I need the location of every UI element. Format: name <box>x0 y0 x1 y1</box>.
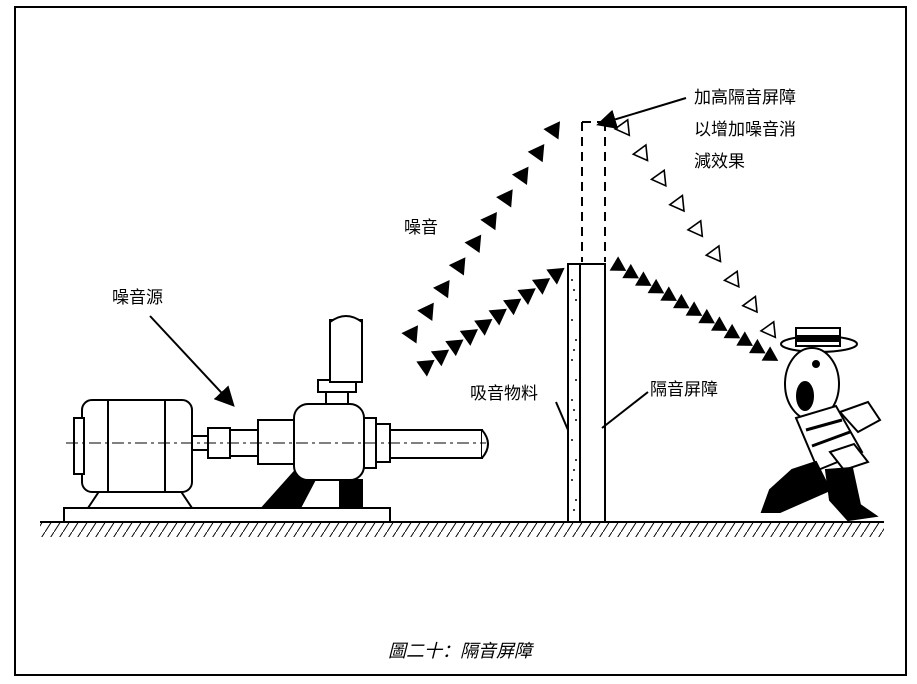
noise-wave-triangle <box>546 267 565 285</box>
noise-wave-triangle <box>480 211 497 231</box>
person-icon <box>760 327 882 522</box>
diffracted-noise-triangle <box>736 331 753 346</box>
diffracted-noise-triangle <box>635 271 652 286</box>
noise-wave-triangle <box>474 318 493 336</box>
attenuated-noise-triangle <box>631 143 649 162</box>
ground <box>40 521 884 537</box>
figure-frame <box>14 6 907 676</box>
noise-wave-triangle <box>527 143 545 163</box>
attenuated-noise-triangle <box>722 269 740 289</box>
raise-barrier-label-line3: 減效果 <box>694 152 745 172</box>
noise-wave-triangles <box>401 118 779 377</box>
noise-wave-triangle <box>543 121 561 140</box>
attenuated-noise-triangle <box>704 244 722 263</box>
absorbing-material-dots <box>571 279 577 511</box>
noise-wave-triangle <box>531 278 551 295</box>
attenuated-noise-triangle <box>613 118 631 137</box>
figure-caption: 圖二十：隔音屏障 <box>388 641 532 662</box>
attenuated-noise-triangle <box>759 320 777 339</box>
noise-wave-triangle <box>445 339 464 357</box>
attenuated-noise-triangle <box>741 295 758 314</box>
diffracted-noise-triangle <box>711 316 728 331</box>
diffracted-noise-triangle <box>609 256 627 271</box>
noise-wave-triangle <box>511 166 529 185</box>
noise-wave-triangle <box>417 302 434 321</box>
diffracted-noise-triangle <box>761 346 779 361</box>
noise-wave-triangle <box>448 257 466 276</box>
noise-wave-triangle <box>464 234 482 253</box>
noise-wave-triangle <box>416 359 435 377</box>
raise-barrier-label-line2: 以增加噪音消 <box>694 120 796 140</box>
noise-label: 噪音 <box>404 218 438 238</box>
noise-wave-triangle <box>496 189 513 208</box>
pump-motor-icon <box>63 315 489 523</box>
diffracted-noise-triangle <box>660 286 677 301</box>
diffracted-noise-triangle <box>723 323 741 339</box>
attenuated-noise-triangle <box>649 168 667 188</box>
attenuated-noise-triangle <box>686 219 704 238</box>
noise-wave-triangle <box>433 279 450 299</box>
noise-wave-triangle <box>430 349 450 367</box>
diffracted-noise-triangle <box>685 301 703 316</box>
noise-wave-triangle <box>503 298 522 316</box>
diffracted-noise-triangle <box>647 278 665 294</box>
absorbing-material-label: 吸音物料 <box>470 384 538 404</box>
diffracted-noise-triangle <box>673 293 690 309</box>
diffracted-noise-triangle <box>698 308 715 324</box>
raise-barrier-label-line1: 加高隔音屏障 <box>694 88 796 108</box>
noise-wave-triangle <box>459 329 479 346</box>
noise-source-label: 噪音源 <box>112 288 163 308</box>
pointer-lines <box>149 97 687 431</box>
noise-wave-triangle <box>517 288 536 305</box>
noise-wave-triangle <box>401 325 419 344</box>
noise-wave-triangle <box>488 308 507 326</box>
barrier-wall <box>567 121 606 523</box>
diffracted-noise-triangle <box>622 263 639 279</box>
barrier-label: 隔音屏障 <box>650 380 718 400</box>
attenuated-noise-triangle <box>668 194 685 213</box>
diffracted-noise-triangle <box>749 338 766 354</box>
